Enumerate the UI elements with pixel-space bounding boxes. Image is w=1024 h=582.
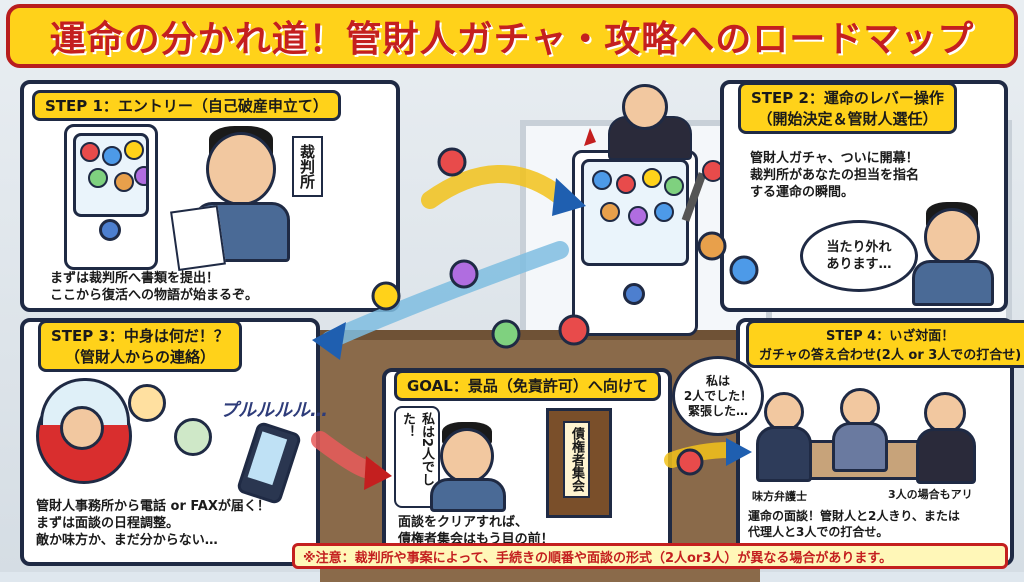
goal-panel: GOAL：景品（免責許可）へ向けて 私は2人でした！ 債権者集会 面談をクリアす… <box>382 368 672 568</box>
step4-header: STEP 4：いざ対面！ ガチャの答え合わせ(2人 or 3人での打合せ) <box>746 320 1024 368</box>
capsule-orange-icon <box>697 231 727 261</box>
smiling-person-body <box>430 478 506 512</box>
creditors-meeting-door-icon: 債権者集会 <box>546 408 612 518</box>
step2-header: STEP 2：運命のレバー操作 （開始決定＆管財人選任） <box>738 82 957 134</box>
capsule-blue-icon <box>729 255 759 285</box>
arrow-machine-to-step3 <box>321 241 569 349</box>
notice-bar: ※注意：裁判所や事案によって、手続きの順番や面談の形式（2人or3人）が異なる場… <box>292 543 1008 569</box>
step3-panel: STEP 3：中身は何だ！？ （管財人からの連絡） プルルルル… 管財人事務所か… <box>20 318 328 566</box>
phone-ring-text: プルルルル… <box>220 400 328 421</box>
arrow-head-1 <box>552 178 586 216</box>
step4-caption: 運命の面談！管財人と2人きり、または 代理人と3人での打合せ。 <box>748 509 960 539</box>
page-title: 運命の分かれ道！管財人ガチャ・攻略へのロードマップ <box>49 19 975 60</box>
down-arrow-icon <box>584 128 596 146</box>
main-gacha-globe <box>581 159 689 266</box>
capsule-purple-icon <box>449 259 479 289</box>
trustee-body <box>916 428 976 484</box>
trustee-face-icon-3 <box>174 418 212 456</box>
title-banner: 運命の分かれ道！管財人ガチャ・攻略へのロードマップ <box>6 4 1018 68</box>
step2-panel: STEP 2：運命のレバー操作 （開始決定＆管財人選任） 管財人ガチャ、ついに開… <box>720 80 1008 312</box>
capsule-green-icon <box>491 319 521 349</box>
arrow-head-2 <box>312 322 346 360</box>
goal-header: GOAL：景品（免責許可）へ向けて <box>394 370 661 401</box>
step4-speech-bubble: 私は 2人でした！ 緊張した… <box>672 356 764 436</box>
worried-person-body <box>912 260 994 306</box>
goal-vertical-speech: 私は2人でした！ <box>394 406 440 508</box>
arrow-goal-to-step4 <box>664 442 738 468</box>
step3-header: STEP 3：中身は何だ！？ （管財人からの連絡） <box>38 320 242 372</box>
applicant-face-icon <box>206 132 276 206</box>
step2-speech-bubble: 当たり外れ あります… <box>800 220 918 292</box>
judge-face-icon <box>622 84 668 130</box>
court-sign: 裁判所 <box>292 136 323 197</box>
trustee-face-icon-2 <box>128 384 166 422</box>
arrow-head-3 <box>364 456 392 490</box>
trustee-face-icon-1 <box>60 406 104 450</box>
step1-header: STEP 1：エントリー（自己破産申立て） <box>32 90 341 121</box>
gacha-globe <box>73 133 149 218</box>
arrow-step1-to-machine <box>421 164 569 209</box>
step1-panel: 裁判所 STEP 1：エントリー（自己破産申立て） まずは裁判所へ書類を提出！ … <box>20 80 400 312</box>
arrow-step3-to-goal <box>311 431 379 479</box>
trustee-face-icon <box>924 392 966 434</box>
step2-caption: 管財人ガチャ、ついに開幕！ 裁判所があなたの担当を指名 する運命の瞬間。 <box>750 151 920 200</box>
client-body <box>832 422 888 472</box>
capsule-red-icon-2 <box>558 314 590 346</box>
three-people-label: 3人の場合もアリ <box>888 488 973 501</box>
step4-panel: STEP 4：いざ対面！ ガチャの答え合わせ(2人 or 3人での打合せ) 味方… <box>736 318 1024 566</box>
door-sign: 債権者集会 <box>563 421 590 498</box>
gacha-machine-small-illustration <box>64 124 158 270</box>
capsule-red-icon-3 <box>676 448 704 476</box>
lawyer-label: 味方弁護士 <box>752 490 807 503</box>
capsule-red-icon <box>437 147 467 177</box>
main-gacha-knob-icon <box>623 283 645 305</box>
client-face-icon <box>840 388 880 428</box>
lawyer-face-icon <box>764 392 804 432</box>
arrow-head-4 <box>726 438 752 466</box>
lawyer-body <box>756 426 812 482</box>
step3-caption: 管財人事務所から電話 or FAXが届く！ まずは面談の日程調整。 敵か味方か、… <box>36 499 270 548</box>
step1-caption: まずは裁判所へ書類を提出！ ここから復活への物語が始まるぞ。 <box>50 271 259 303</box>
gacha-machine-main-illustration <box>572 150 698 336</box>
notice-text: ※注意：裁判所や事案によって、手続きの順番や面談の形式（2人or3人）が異なる場… <box>303 550 893 566</box>
smiling-person-face-icon <box>440 428 494 484</box>
gacha-knob-icon <box>99 219 121 241</box>
capsule-yellow-icon <box>371 281 401 311</box>
